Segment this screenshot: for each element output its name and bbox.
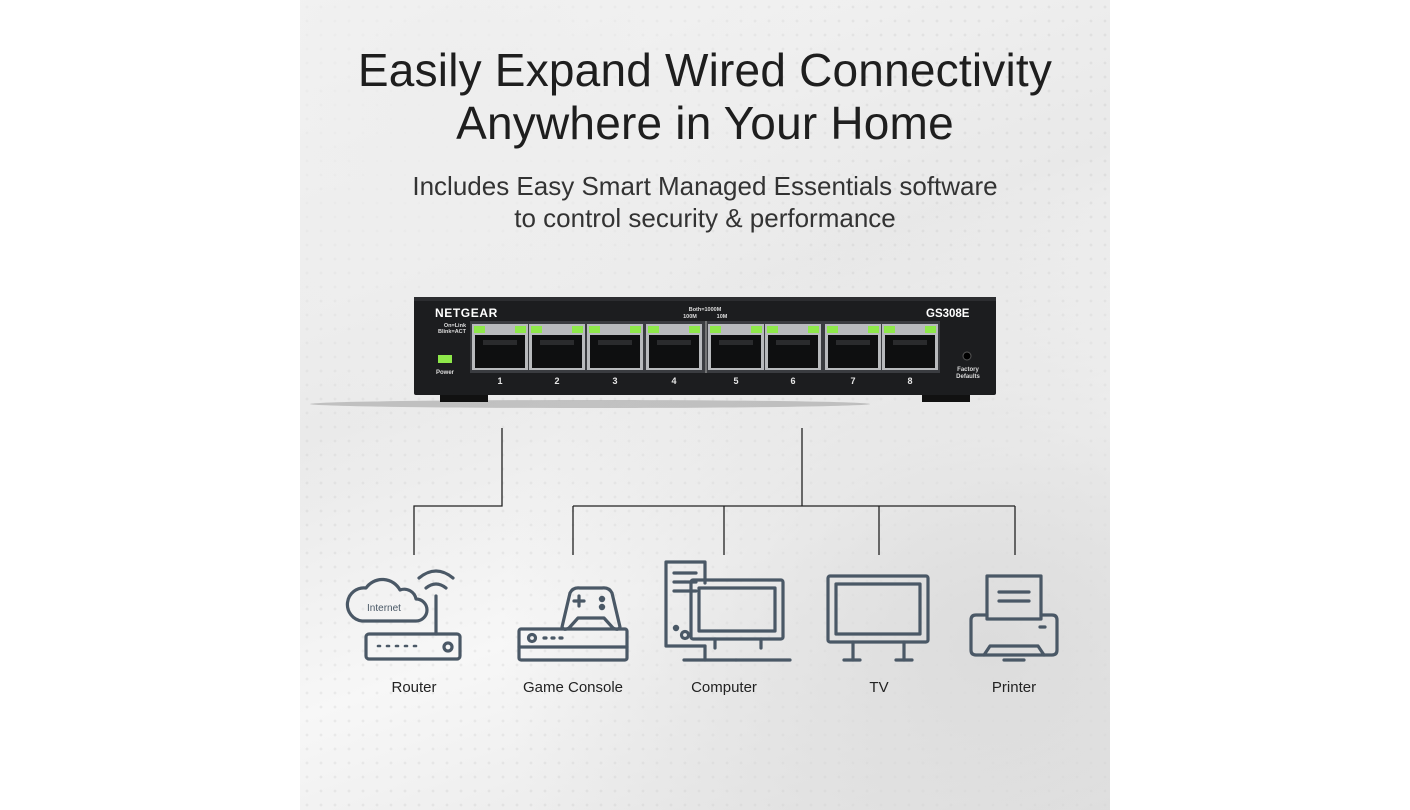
factory-reset-button[interactable] — [962, 351, 972, 361]
game-console-icon — [517, 586, 629, 662]
switch-foot-right — [922, 392, 970, 402]
power-label: Power — [436, 370, 455, 376]
ethernet-port-6[interactable] — [765, 324, 821, 370]
port-number: 1 — [497, 376, 502, 386]
ethernet-port-7[interactable] — [825, 324, 881, 370]
speed-legend-100m: 100M — [683, 314, 697, 320]
headline: Easily Expand Wired Connectivity Anywher… — [300, 44, 1110, 150]
port-led-speed — [925, 326, 936, 333]
factory-label-1: Factory — [957, 367, 979, 373]
network-switch: NETGEAR GS308E On=Link Blink=ACT Both=10… — [310, 297, 996, 408]
port-led-speed — [572, 326, 583, 333]
port-led-link — [589, 326, 600, 333]
headline-line-2: Anywhere in Your Home — [456, 97, 954, 149]
device-label-router: Router — [391, 679, 437, 696]
device-label-printer: Printer — [991, 679, 1037, 696]
port-number-row: 1 2 3 4 5 6 7 8 — [497, 376, 912, 386]
port-number: 2 — [554, 376, 559, 386]
internet-label: Internet — [367, 603, 401, 614]
factory-label-2: Defaults — [956, 374, 980, 380]
network-diagram: NETGEAR GS308E On=Link Blink=ACT Both=10… — [310, 297, 1059, 662]
port-number: 5 — [733, 376, 738, 386]
port-led-speed — [868, 326, 879, 333]
switch-foot-left — [440, 392, 488, 402]
computer-icon — [664, 560, 792, 662]
port-number: 6 — [790, 376, 795, 386]
port-led-link — [648, 326, 659, 333]
printer-icon — [969, 574, 1059, 662]
port-led-link — [710, 326, 721, 333]
router-icon — [345, 569, 462, 661]
device-label-computer: Computer — [691, 679, 757, 696]
headline-line-1: Easily Expand Wired Connectivity — [357, 44, 1053, 96]
device-label-tv: TV — [869, 679, 889, 696]
port-led-link — [827, 326, 838, 333]
subheadline: Includes Easy Smart Managed Essentials s… — [300, 170, 1110, 234]
port-number: 3 — [612, 376, 617, 386]
port-led-speed — [751, 326, 762, 333]
connector-lines — [413, 428, 1016, 555]
port-led-speed — [689, 326, 700, 333]
port-led-link — [767, 326, 778, 333]
ethernet-port-4[interactable] — [646, 324, 702, 370]
ethernet-port-8[interactable] — [882, 324, 938, 370]
subheadline-line-2: to control security & performance — [514, 203, 896, 233]
tv-icon — [826, 574, 930, 662]
power-led — [438, 355, 452, 363]
led-legend-1: On=Link — [444, 323, 467, 329]
switch-brand: NETGEAR — [435, 306, 498, 320]
port-number: 7 — [850, 376, 855, 386]
port-led-link — [884, 326, 895, 333]
port-led-link — [531, 326, 542, 333]
port-led-link — [474, 326, 485, 333]
subheadline-line-1: Includes Easy Smart Managed Essentials s… — [412, 171, 998, 201]
ethernet-port-1[interactable] — [472, 324, 528, 370]
device-label-game-console: Game Console — [522, 679, 624, 696]
ethernet-port-3[interactable] — [587, 324, 643, 370]
port-number: 4 — [671, 376, 676, 386]
port-led-speed — [515, 326, 526, 333]
port-led-speed — [808, 326, 819, 333]
internet-cloud-icon — [345, 577, 429, 623]
speed-legend-10m: 10M — [717, 314, 728, 320]
product-panel: Easily Expand Wired Connectivity Anywher… — [300, 0, 1110, 810]
port-number: 8 — [907, 376, 912, 386]
port-row — [472, 324, 938, 370]
speed-legend-1: Both=1000M — [689, 307, 722, 313]
led-legend-2: Blink=ACT — [438, 329, 467, 335]
switch-model: GS308E — [926, 308, 970, 320]
ethernet-port-2[interactable] — [529, 324, 585, 370]
port-led-speed — [630, 326, 641, 333]
ethernet-port-5[interactable] — [708, 324, 764, 370]
